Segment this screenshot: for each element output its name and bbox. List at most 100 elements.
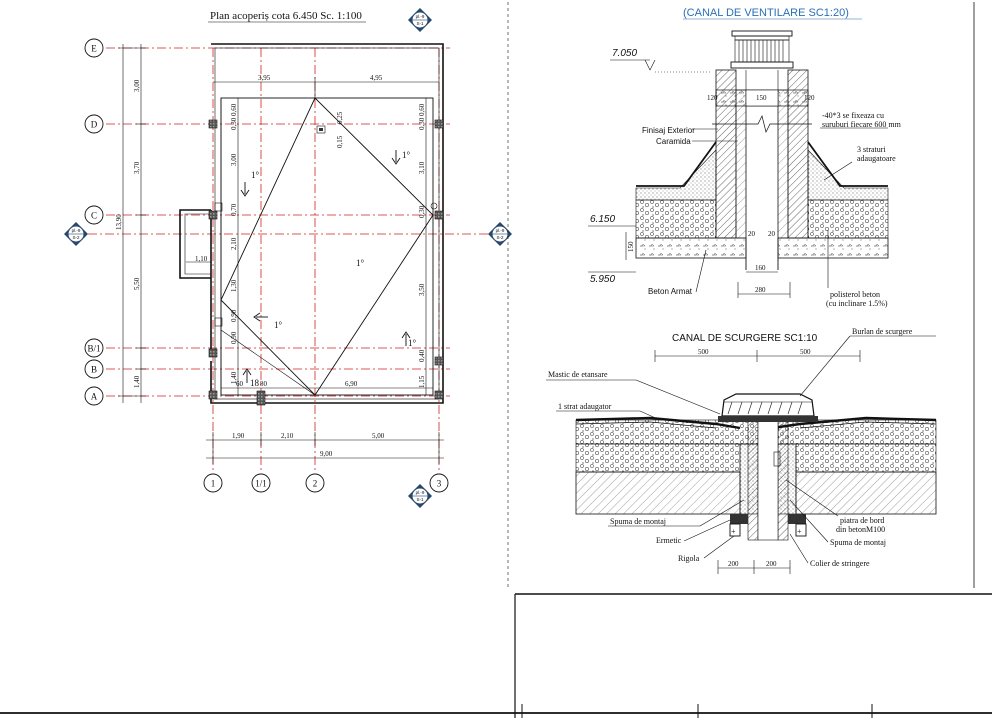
svg-text:1°: 1° [274, 320, 283, 330]
svg-text:9,00: 9,00 [320, 450, 333, 458]
columns [208, 119, 444, 406]
svg-text:3: 3 [437, 479, 442, 489]
svg-text:120: 120 [707, 94, 718, 102]
svg-text:pl.-9: pl.-9 [416, 14, 425, 19]
svg-text:C: C [91, 211, 97, 221]
svg-text:13,90: 13,90 [115, 214, 123, 230]
svg-text:0,30: 0,30 [418, 205, 426, 218]
svg-text:Spuma de montaj: Spuma de montaj [610, 517, 666, 526]
svg-text:Rigola: Rigola [678, 554, 700, 563]
svg-text:5.950: 5.950 [590, 274, 615, 285]
section-mark-left: pl.-9 S-2 [64, 222, 88, 246]
svg-text:0,15: 0,15 [336, 135, 344, 148]
drain-detail: CANAL DE SCURGERE SC1:10 500 500 [546, 327, 937, 574]
svg-text:0,30: 0,30 [230, 117, 238, 130]
svg-text:20: 20 [768, 230, 776, 238]
svg-text:5,50: 5,50 [133, 277, 141, 290]
vent-title: (CANAL DE VENTILARE SC1:20) [683, 7, 849, 19]
svg-text:3,50: 3,50 [418, 283, 426, 296]
axis-labels-horizontal: E D C B/1 B A [84, 38, 104, 406]
svg-text:Colier de stringere: Colier de stringere [810, 559, 870, 568]
svg-text:S-2: S-2 [72, 235, 80, 240]
svg-text:1/1: 1/1 [255, 479, 267, 489]
svg-text:S-1: S-1 [416, 497, 424, 502]
svg-text:Burlan de scurgere: Burlan de scurgere [852, 327, 913, 336]
svg-text:18: 18 [250, 378, 260, 388]
svg-text:E: E [91, 44, 97, 54]
axis-labels-vertical: 1 1/1 2 3 [203, 473, 449, 493]
ventilation-detail: (CANAL DE VENTILARE SC1:20) [588, 7, 902, 308]
svg-text:0,25: 0,25 [336, 111, 344, 124]
svg-text:1°: 1° [251, 170, 260, 180]
svg-text:4,95: 4,95 [370, 74, 383, 82]
svg-text:6,90: 6,90 [345, 380, 358, 388]
svg-text:Beton Armat: Beton Armat [648, 287, 693, 296]
section-mark-top: pl.-9 S-1 [408, 8, 432, 32]
svg-text:150: 150 [756, 94, 767, 102]
svg-text:3 straturi: 3 straturi [857, 145, 886, 154]
svg-text:pl.-9: pl.-9 [72, 228, 81, 233]
svg-text:0,60: 0,60 [230, 103, 238, 116]
svg-text:0,90: 0,90 [230, 331, 238, 344]
svg-text:0,90: 0,90 [230, 309, 238, 322]
svg-text:3,10: 3,10 [418, 161, 426, 174]
svg-text:0,60: 0,60 [418, 103, 426, 116]
svg-text:3,95: 3,95 [258, 74, 271, 82]
svg-text:piatra de bord: piatra de bord [840, 516, 884, 525]
svg-text:1,90: 1,90 [232, 432, 245, 440]
svg-text:1,40: 1,40 [230, 371, 238, 384]
svg-text:suruburi fiecare 600 mm: suruburi fiecare 600 mm [822, 120, 902, 129]
svg-text:6.150: 6.150 [590, 214, 615, 225]
svg-text:0,40: 0,40 [418, 349, 426, 362]
section-mark-right: pl.-9 S-2 [488, 222, 512, 246]
svg-text:1,30: 1,30 [230, 279, 238, 292]
svg-text:pl.-9: pl.-9 [416, 490, 425, 495]
svg-text:Finisaj Exterior: Finisaj Exterior [642, 126, 695, 135]
svg-text:B/1: B/1 [87, 344, 100, 354]
svg-text:500: 500 [698, 348, 709, 356]
svg-text:1°: 1° [356, 258, 365, 268]
roof-plan: Plan acoperiș cota 6.450 Sc. 1:100 E D C… [64, 8, 512, 508]
drain-title: CANAL DE SCURGERE SC1:10 [672, 333, 818, 344]
svg-text:200: 200 [766, 560, 777, 568]
svg-text:S-1: S-1 [416, 21, 424, 26]
svg-text:S-2: S-2 [496, 235, 504, 240]
svg-text:Spuma de montaj: Spuma de montaj [830, 538, 886, 547]
svg-text:20: 20 [748, 230, 756, 238]
vent-levels: 7.050 6.150 5.950 150 [588, 48, 710, 285]
svg-text:B: B [91, 365, 97, 375]
slope-markers: 1° 1° 1° 1° 1° [240, 150, 417, 383]
svg-text:din betonM100: din betonM100 [836, 525, 885, 534]
svg-text:150: 150 [627, 241, 635, 252]
svg-text:1: 1 [211, 479, 216, 489]
svg-text:2,10: 2,10 [230, 237, 238, 250]
svg-text:3,00: 3,00 [133, 79, 141, 92]
svg-text:7.050: 7.050 [612, 48, 637, 59]
svg-text:1°: 1° [408, 338, 417, 348]
svg-text:120: 120 [804, 94, 815, 102]
svg-text:1,40: 1,40 [133, 375, 141, 388]
svg-text:80: 80 [260, 380, 268, 388]
section-mark-bottom: pl.-9 S-1 [408, 484, 432, 508]
svg-text:3,00: 3,00 [230, 153, 238, 166]
svg-text:3,70: 3,70 [133, 161, 141, 174]
svg-text:280: 280 [755, 286, 766, 294]
svg-text:5,00: 5,00 [372, 432, 385, 440]
svg-text:+: + [731, 527, 736, 536]
svg-text:A: A [91, 392, 98, 402]
svg-text:2,10: 2,10 [281, 432, 294, 440]
svg-text:1,15: 1,15 [418, 375, 426, 388]
svg-text:adaugatoare: adaugatoare [857, 154, 896, 163]
svg-text:1,10: 1,10 [195, 255, 208, 263]
svg-text:-40*3 se fixeaza cu: -40*3 se fixeaza cu [822, 111, 884, 120]
svg-text:polisterol beton: polisterol beton [830, 290, 880, 299]
svg-text:Ermetic: Ermetic [656, 536, 682, 545]
svg-text:1°: 1° [402, 150, 411, 160]
svg-text:Mastic de etansare: Mastic de etansare [548, 370, 608, 379]
svg-text:+: + [797, 527, 802, 536]
svg-text:(cu inclinare 1.5%): (cu inclinare 1.5%) [826, 299, 888, 308]
svg-text:2: 2 [313, 479, 318, 489]
svg-text:160: 160 [755, 264, 766, 272]
